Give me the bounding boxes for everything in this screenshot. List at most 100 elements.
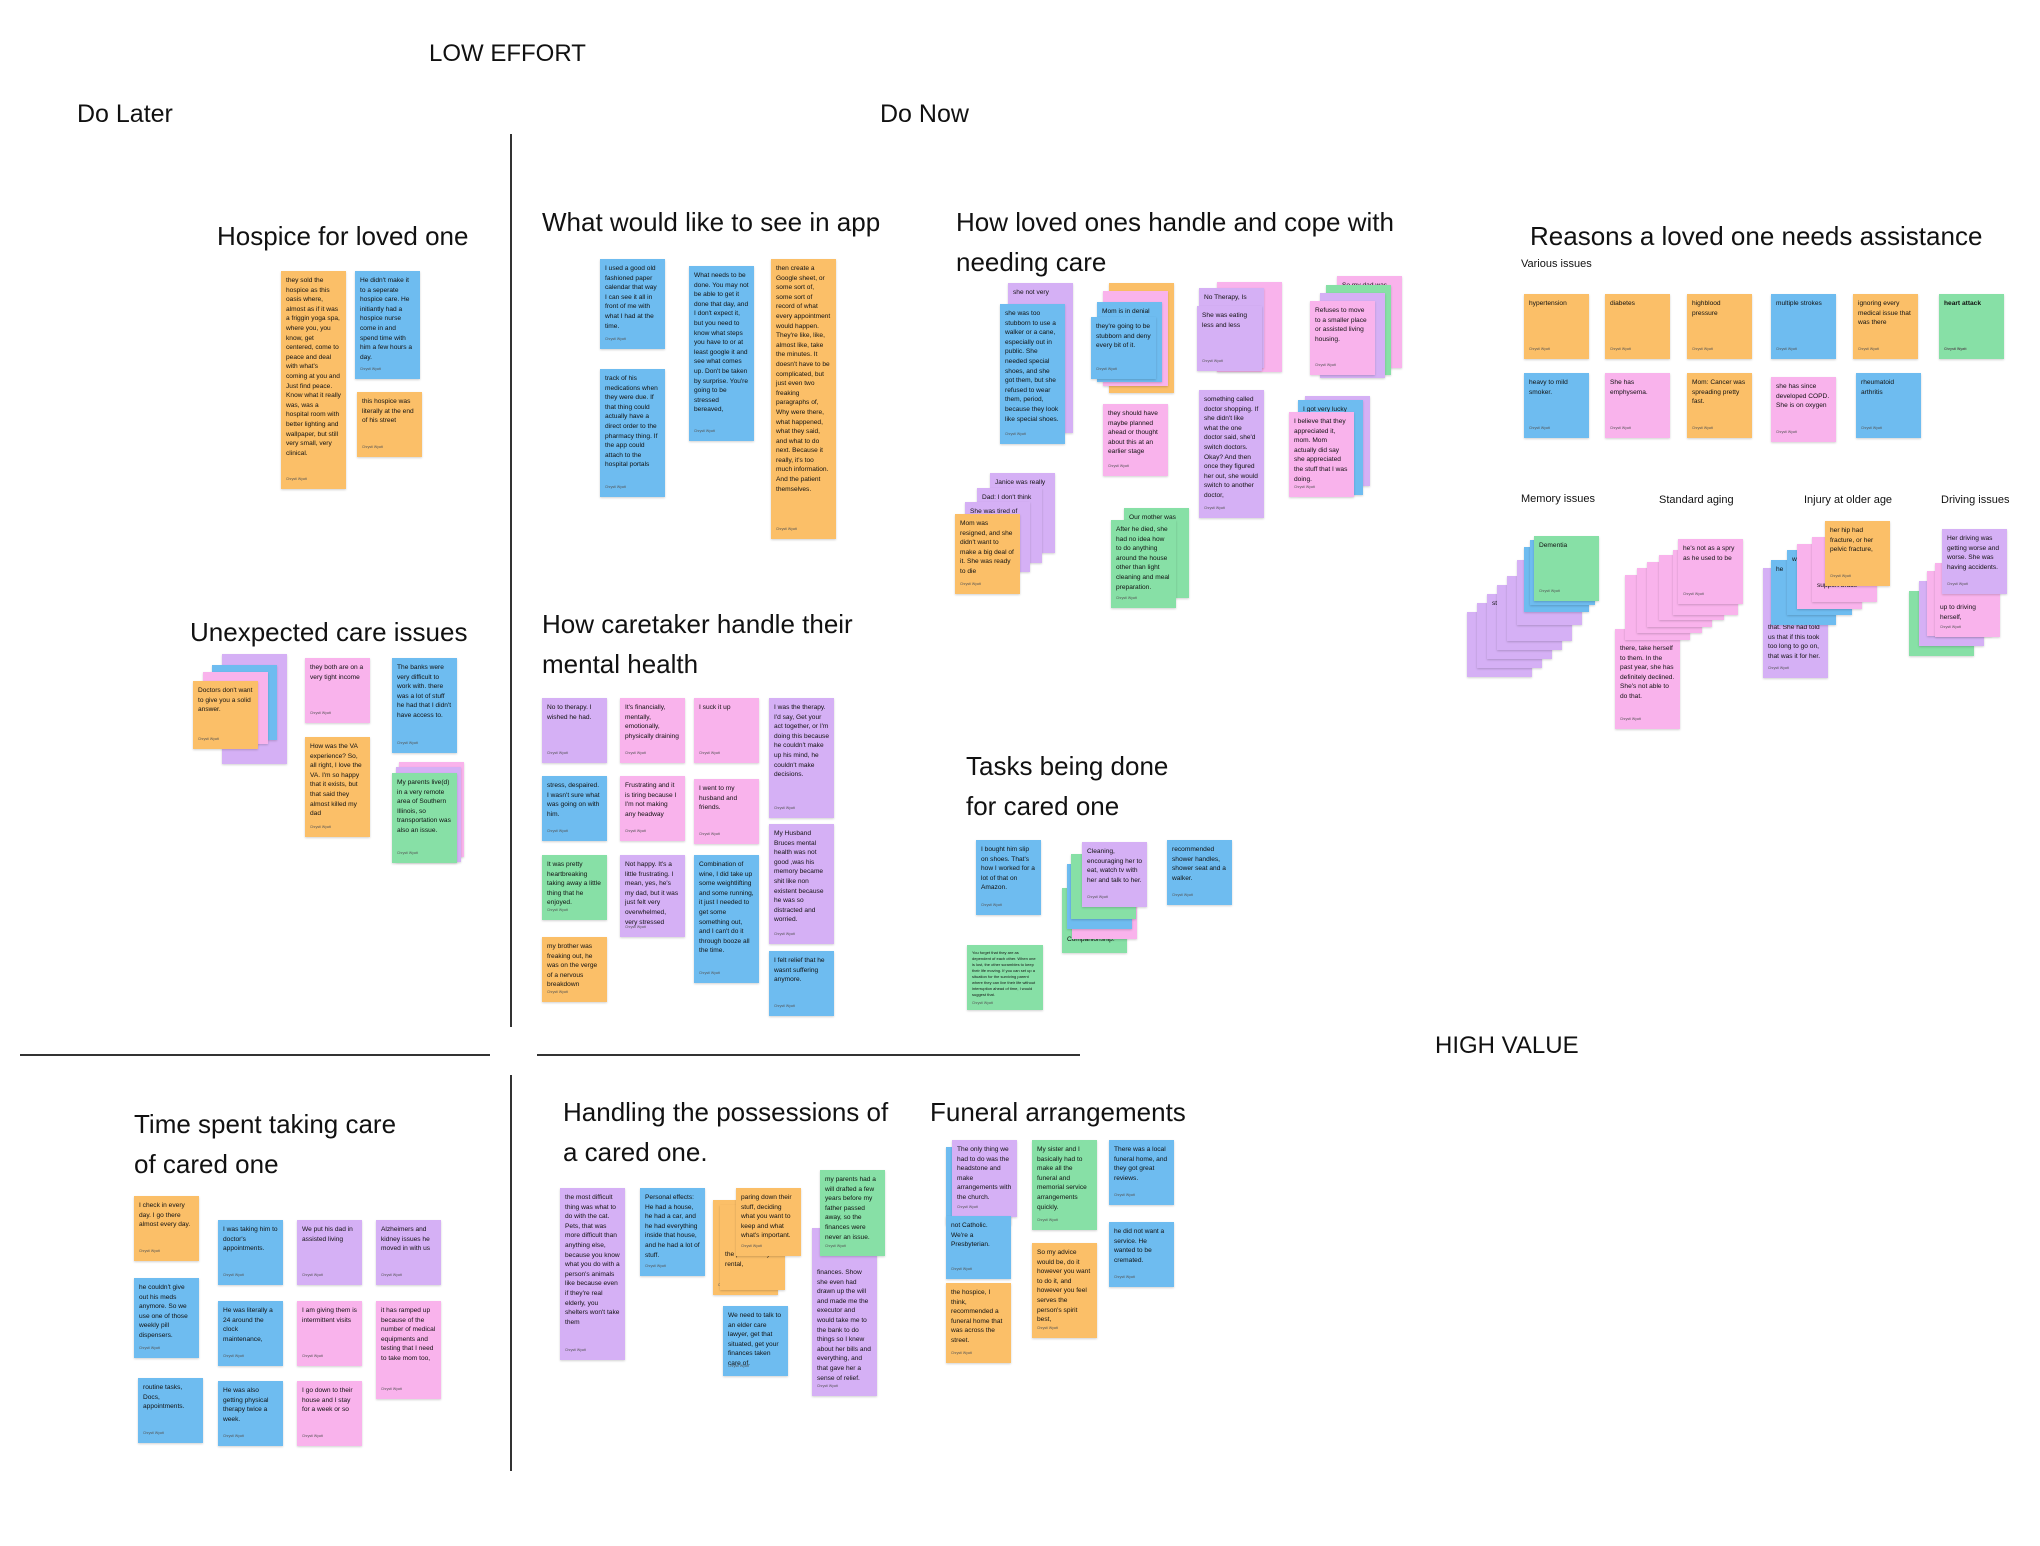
sticky-note[interactable]: he did not want a service. He wanted to … [1109, 1222, 1174, 1287]
sticky-note[interactable]: You forget that they are as dependent of… [967, 945, 1043, 1010]
cluster-title-unexpected: Unexpected care issues [190, 617, 468, 647]
sticky-note[interactable]: Mom: Cancer was spreading pretty fast.Ch… [1687, 373, 1752, 438]
subheading-aging: Standard aging [1659, 494, 1734, 506]
sticky-note[interactable]: I believe that they appreciated it, mom.… [1289, 412, 1354, 497]
horizontal-divider-left [20, 1054, 490, 1056]
cluster-title-mental: How caretaker handle their mental health [542, 609, 853, 679]
cluster-title-cope: How loved ones handle and cope with need… [956, 207, 1394, 277]
sticky-note[interactable]: the most difficult thing was what to do … [560, 1188, 625, 1360]
subheading-various: Various issues [1521, 258, 1592, 270]
sticky-note[interactable]: So my advice would be, do it however you… [1032, 1243, 1097, 1338]
sticky-note[interactable]: paring down their stuff, deciding what y… [736, 1188, 801, 1256]
sticky-note[interactable]: After he died, she had no idea how to do… [1111, 520, 1176, 608]
high-value-label: HIGH VALUE [1435, 1032, 1579, 1059]
sticky-note[interactable]: they should have maybe planned ahead or … [1103, 404, 1168, 476]
sticky-note[interactable]: What needs to be done. You may not be ab… [689, 266, 754, 441]
sticky-note[interactable]: He was also getting physical therapy twi… [218, 1381, 283, 1446]
sticky-note[interactable]: My Husband Bruces mental health was not … [769, 824, 834, 944]
sticky-note[interactable]: it has ramped up because of the number o… [376, 1301, 441, 1399]
sticky-note[interactable]: My parents live(d) in a very remote area… [392, 773, 457, 863]
sticky-note[interactable]: It's financially, mentally, emotionally,… [620, 698, 685, 763]
sticky-note[interactable]: Doctors don't want to give you a solid a… [193, 681, 258, 749]
sticky-note[interactable]: She has emphysema.Chrysti Wyatt [1605, 373, 1670, 438]
sticky-note[interactable]: routine tasks, Docs, appointments.Chryst… [138, 1378, 203, 1443]
sticky-note[interactable]: I felt relief that he wasnt suffering an… [769, 951, 834, 1016]
sticky-note[interactable]: my parents had a will drafted a few year… [820, 1170, 885, 1256]
sticky-note[interactable]: he couldn't give out his meds anymore. S… [134, 1278, 199, 1358]
sticky-note[interactable]: Frustrating and it is tiring because I I… [620, 776, 685, 841]
cluster-title-possessions: Handling the possessions of a cared one. [563, 1097, 889, 1167]
subheading-driving: Driving issues [1941, 494, 2010, 506]
sticky-note[interactable]: No to therapy. I wished he had.Chrysti W… [542, 698, 607, 763]
sticky-note[interactable]: not Catholic. We're a Presbyterian.Chrys… [946, 1216, 1011, 1279]
sticky-note[interactable]: The only thing we had to do was the head… [952, 1140, 1017, 1217]
sticky-note[interactable]: I used a good old fashioned paper calend… [600, 259, 665, 349]
sticky-note[interactable]: finances. Show she even had drawn up the… [812, 1228, 877, 1396]
sticky-note[interactable]: the hospice, I think, recommended a fune… [946, 1283, 1011, 1363]
sticky-note[interactable]: heavy to mild smoker.Chrysti Wyatt [1524, 373, 1589, 438]
low-effort-label: LOW EFFORT [429, 40, 586, 67]
sticky-note[interactable]: My sister and I basically had to make al… [1032, 1140, 1097, 1230]
do-later-label: Do Later [77, 100, 173, 128]
sticky-note[interactable]: Alzheimers and kidney issues he moved in… [376, 1220, 441, 1285]
sticky-note[interactable]: recommended shower handles, shower seat … [1167, 840, 1232, 905]
sticky-note[interactable]: she was too stubborn to use a walker or … [1000, 304, 1065, 444]
sticky-note[interactable]: He was literally a 24 around the clock m… [218, 1301, 283, 1366]
sticky-note[interactable]: I go down to their house and I stay for … [297, 1381, 362, 1446]
cluster-title-funeral: Funeral arrangements [930, 1097, 1186, 1127]
sticky-note[interactable]: The banks were very difficult to work wi… [392, 658, 457, 753]
sticky-note[interactable]: they're going to be stubborn and deny ev… [1091, 317, 1156, 379]
sticky-note[interactable]: I went to my husband and friends.Chrysti… [694, 779, 759, 844]
sticky-note[interactable]: Personal effects: He had a house, he had… [640, 1188, 705, 1276]
cluster-title-reasons: Reasons a loved one needs assistance [1530, 221, 1983, 251]
sticky-note[interactable]: Mom was resigned, and she didn't want to… [955, 514, 1020, 594]
subheading-memory: Memory issues [1521, 493, 1595, 505]
sticky-note[interactable]: there, take herself to them. In the past… [1615, 629, 1680, 729]
sticky-note[interactable]: There was a local funeral home, and they… [1109, 1140, 1174, 1205]
sticky-note[interactable]: her hip had fracture, or her pelvic frac… [1825, 521, 1890, 586]
sticky-note[interactable]: something called doctor shopping. If she… [1199, 390, 1264, 518]
horizontal-divider-right [537, 1054, 1080, 1056]
sticky-note[interactable]: Not happy. It's a little frustrating. I … [620, 855, 685, 937]
sticky-note[interactable]: Refuses to move to a smaller place or as… [1310, 301, 1375, 375]
sticky-note[interactable]: she has since developed COPD. She is on … [1771, 377, 1836, 442]
sticky-note[interactable]: ignoring every medical issue that was th… [1853, 294, 1918, 359]
cluster-title-tasks: Tasks being done for cared one [966, 751, 1169, 821]
sticky-note[interactable]: track of his medications when they were … [600, 369, 665, 497]
sticky-note[interactable]: Combination of wine, I did take up some … [694, 855, 759, 983]
sticky-note[interactable]: I check in every day. I go there almost … [134, 1196, 199, 1261]
subheading-injury: Injury at older age [1804, 494, 1893, 506]
sticky-note[interactable]: He didn't make it to a seperate hospice … [355, 271, 420, 379]
vertical-divider-top [510, 134, 512, 1027]
sticky-note[interactable]: It was pretty heartbreaking taking away … [542, 855, 607, 920]
sticky-note[interactable]: they sold the hospice as this oasis wher… [281, 271, 346, 489]
sticky-note[interactable]: Cleaning, encouraging her to eat, watch … [1082, 842, 1147, 907]
sticky-note[interactable]: this hospice was literally at the end of… [357, 392, 422, 457]
sticky-note[interactable]: my brother was freaking out, he was on t… [542, 937, 607, 1002]
sticky-note[interactable]: I was taking him to doctor's appointment… [218, 1220, 283, 1285]
cluster-title-hospice: Hospice for loved one [217, 221, 469, 251]
sticky-note[interactable]: then create a Google sheet, or some sort… [771, 259, 836, 539]
cluster-title-app: What would like to see in app [542, 207, 881, 237]
sticky-note[interactable]: Her driving was getting worse and worse.… [1942, 529, 2007, 594]
do-now-label: Do Now [880, 100, 969, 128]
sticky-note[interactable]: I was the therapy. I'd say, Get your act… [769, 698, 834, 818]
sticky-note[interactable]: stress, despaired. I wasn't sure what wa… [542, 776, 607, 841]
sticky-note[interactable]: I bought him slip on shoes. That's how I… [976, 840, 1041, 915]
sticky-note[interactable]: We need to talk to an elder care lawyer,… [723, 1306, 788, 1376]
sticky-note[interactable]: How was the VA experience? So, all right… [305, 737, 370, 837]
